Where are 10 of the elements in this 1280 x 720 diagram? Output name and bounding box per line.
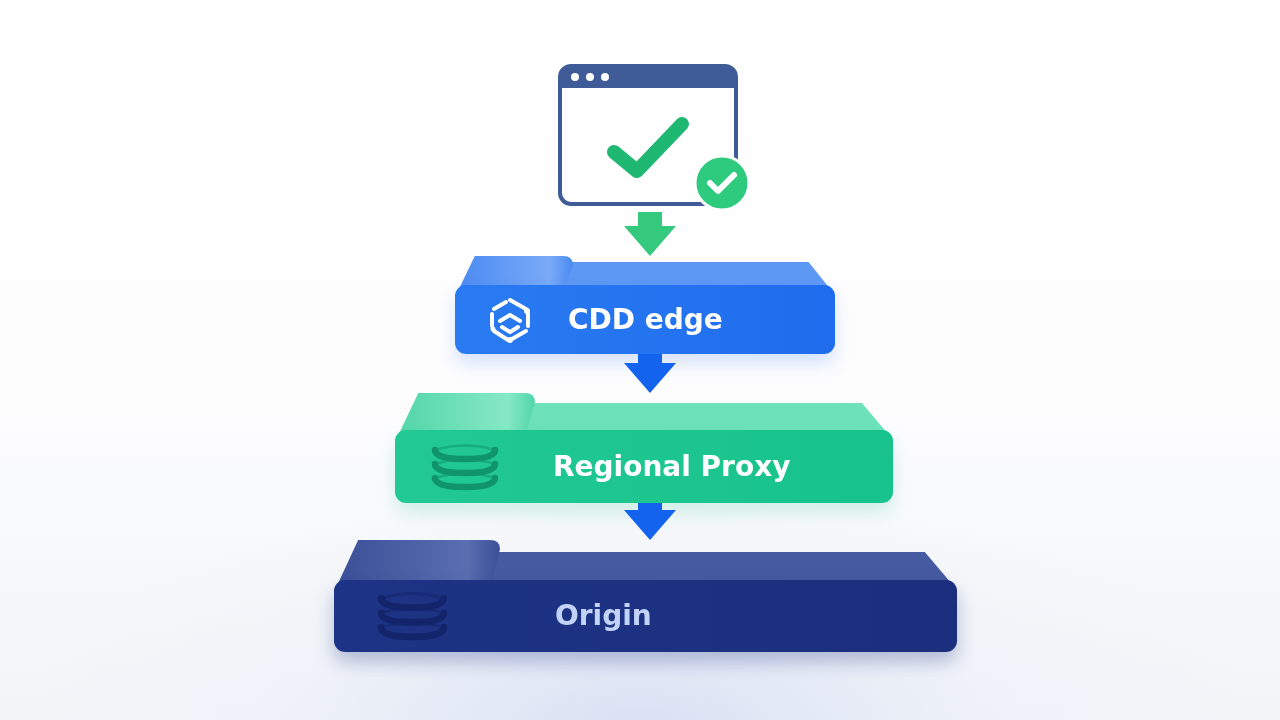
tier-slab	[395, 393, 893, 503]
arrow	[624, 354, 676, 393]
browser-window-picture	[558, 64, 750, 212]
tier-slab	[455, 256, 835, 354]
tier-slab	[334, 540, 957, 652]
tier-label: Regional Proxy	[553, 449, 791, 484]
arrow	[624, 212, 676, 256]
tier-label: CDD edge	[568, 302, 723, 337]
arrow	[624, 503, 676, 540]
tier-label: Origin	[555, 599, 652, 633]
